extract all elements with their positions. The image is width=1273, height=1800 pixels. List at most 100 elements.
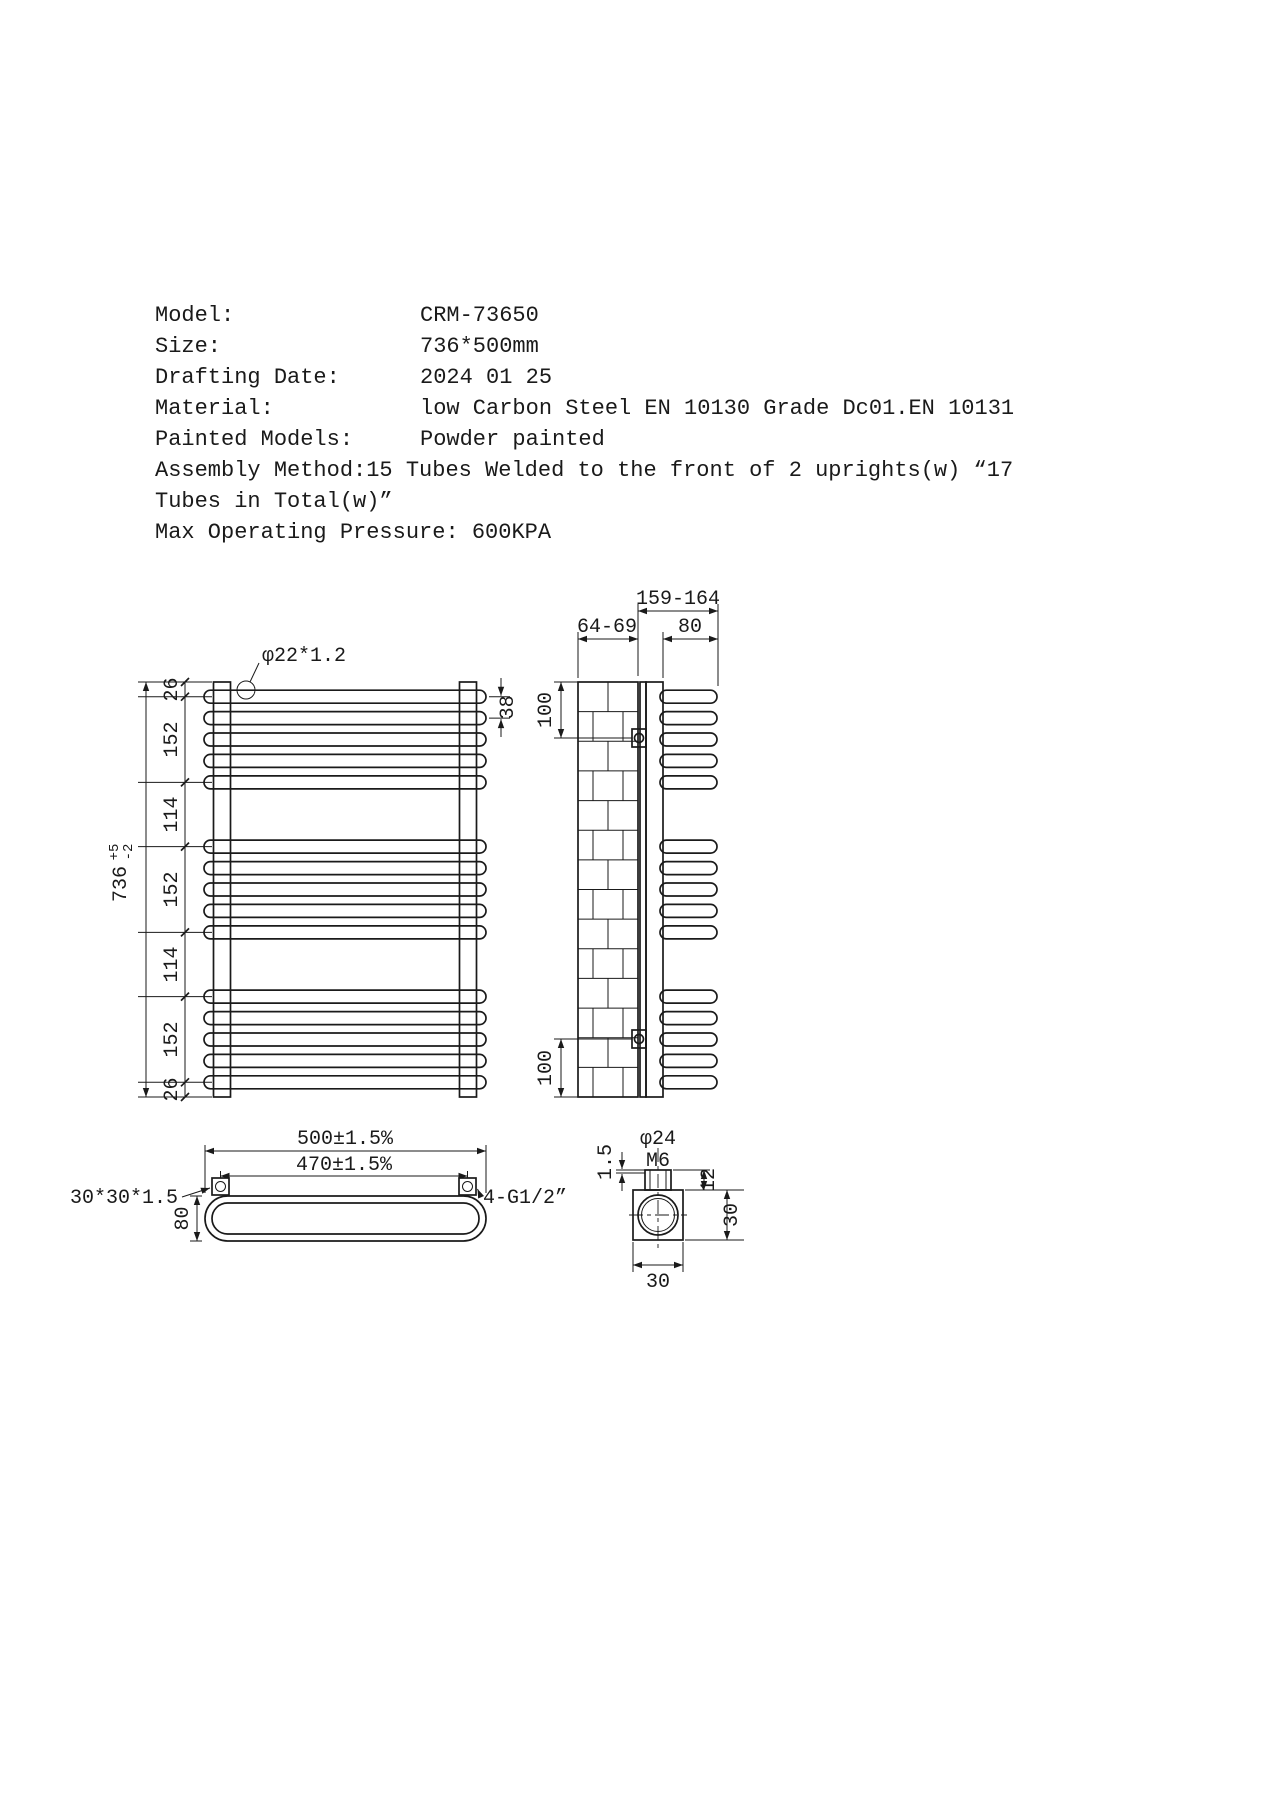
tube-loop-side <box>659 753 718 769</box>
assembly-method-line1: Assembly Method:15 Tubes Welded to the f… <box>155 458 1014 483</box>
wall-hatch <box>578 682 638 1097</box>
front-view-dimensions <box>138 662 510 1102</box>
side-tube-depth-label: 80 <box>678 616 702 639</box>
spec-row-material: Material: low Carbon Steel EN 10130 Grad… <box>155 393 1075 424</box>
tube-loop-side <box>659 860 718 876</box>
tube-front <box>203 860 487 876</box>
chain-dim-label-2: 114 <box>161 796 184 832</box>
connection-label: 4-G1/2” <box>483 1187 567 1210</box>
bracket-bolt-bottom <box>633 1033 645 1045</box>
detail-width-label: 30 <box>646 1271 670 1294</box>
spec-value-material: low Carbon Steel EN 10130 Grade Dc01.EN … <box>420 396 1015 421</box>
chain-dim-label-3: 152 <box>161 871 184 907</box>
upright-side <box>645 681 664 1098</box>
tube-callout-label: φ22*1.2 <box>262 645 346 668</box>
tube-front <box>203 1032 487 1047</box>
width-centers-label: 470±1.5% <box>296 1154 393 1177</box>
max-pressure-line: Max Operating Pressure: 600KPA <box>155 520 552 545</box>
bracket-bolt-top <box>633 732 645 744</box>
wall-thickness-label: 1.5 <box>595 1144 618 1180</box>
tube-loop-side <box>659 925 718 940</box>
spec-value-model: CRM-73650 <box>420 303 539 328</box>
left-upright <box>212 681 232 1098</box>
tube-front <box>203 1010 487 1026</box>
spec-row-size: Size: 736*500mm <box>155 331 1075 362</box>
front-tube-group <box>203 689 487 1090</box>
tube-front <box>203 882 487 897</box>
overall-height-label: 736 <box>110 866 133 902</box>
tube-loop-side <box>659 1032 718 1047</box>
tube-front <box>203 689 487 705</box>
overall-height-tol-plus: +5 <box>107 844 123 861</box>
spec-row-painted-models: Painted Models: Powder painted <box>155 424 1075 455</box>
tube-front <box>203 1074 487 1090</box>
tube-loop-side <box>659 1053 718 1069</box>
upright-spec-leader <box>181 1187 211 1198</box>
left-fitting-hole <box>215 1181 226 1192</box>
spec-label-size: Size: <box>155 334 222 359</box>
bottom-view <box>204 1177 487 1242</box>
width-overall-label: 500±1.5% <box>297 1128 394 1151</box>
spec-label-material: Material: <box>155 396 274 421</box>
chain-dim-label-5: 152 <box>161 1021 184 1057</box>
spec-value-size: 736*500mm <box>420 334 539 359</box>
tube-front <box>203 903 487 919</box>
spec-block: Model: CRM-73650 Size: 736*500mm Draftin… <box>155 300 1075 548</box>
detail-view-dimensions <box>616 1148 744 1272</box>
spec-label-drafting-date: Drafting Date: <box>155 365 340 390</box>
spec-label-painted-models: Painted Models: <box>155 427 354 452</box>
tube-callout-circle <box>236 680 256 700</box>
tube-callout-leader <box>249 662 260 683</box>
tube-loop-side <box>659 732 718 747</box>
tube-front <box>203 839 487 854</box>
tube-front <box>203 710 487 726</box>
bottom-view-dimensions <box>181 1145 487 1242</box>
tube-loop-side <box>659 839 718 854</box>
bracket-bottom-label: 100 <box>535 1050 558 1086</box>
right-fitting <box>458 1177 477 1196</box>
overall-height-tol-minus: -2 <box>121 844 137 861</box>
chain-dim-label-1: 152 <box>161 721 184 757</box>
spec-value-drafting-date: 2024 01 25 <box>420 365 553 390</box>
left-fitting <box>211 1177 230 1196</box>
right-fitting-hole <box>462 1181 473 1192</box>
detail-height-label: 30 <box>721 1203 744 1227</box>
tube-loop-side <box>659 710 718 726</box>
tube-front <box>203 925 487 940</box>
tube-front <box>203 989 487 1004</box>
depth-range-label: 159-164 <box>636 588 720 611</box>
connection-leader <box>477 1188 485 1199</box>
tube-loop-side <box>659 775 718 790</box>
upright-spec-label: 30*30*1.5 <box>70 1187 178 1210</box>
assembly-method-line2: Tubes in Total(w)” <box>155 489 393 514</box>
boss-height-label: 12 <box>698 1168 721 1192</box>
thread-label: M6 <box>646 1150 670 1173</box>
spec-row-drafting-date: Drafting Date: 2024 01 25 <box>155 362 1075 393</box>
side-tube-group <box>659 689 718 1090</box>
tube-loop-side <box>659 689 718 705</box>
tube-front <box>203 1053 487 1069</box>
bracket-top-label: 100 <box>535 692 558 728</box>
tube-plan-outer <box>204 1195 487 1242</box>
tube-loop-side <box>659 903 718 919</box>
front-view <box>203 680 487 1098</box>
chain-dim-label-0: 26 <box>161 677 184 701</box>
tube-loop-side <box>659 1074 718 1090</box>
spec-value-painted-models: Powder painted <box>420 427 605 452</box>
hole-dia-label: φ24 <box>640 1128 676 1151</box>
tube-front <box>203 775 487 790</box>
chain-dim-label-6: 26 <box>161 1077 184 1101</box>
tube-loop-side <box>659 1010 718 1026</box>
spec-label-model: Model: <box>155 303 235 328</box>
tube-front <box>203 753 487 769</box>
bottom-tube-depth-label: 80 <box>172 1206 195 1230</box>
tube-loop-side <box>659 989 718 1004</box>
spec-row-model: Model: CRM-73650 <box>155 300 1075 331</box>
side-view-dimensions <box>554 604 719 1098</box>
tube-loop-side <box>659 882 718 897</box>
tube-plan-inner <box>211 1202 480 1235</box>
wall-gap-label: 64-69 <box>577 616 637 639</box>
right-upright <box>458 681 478 1098</box>
tube-front <box>203 732 487 747</box>
